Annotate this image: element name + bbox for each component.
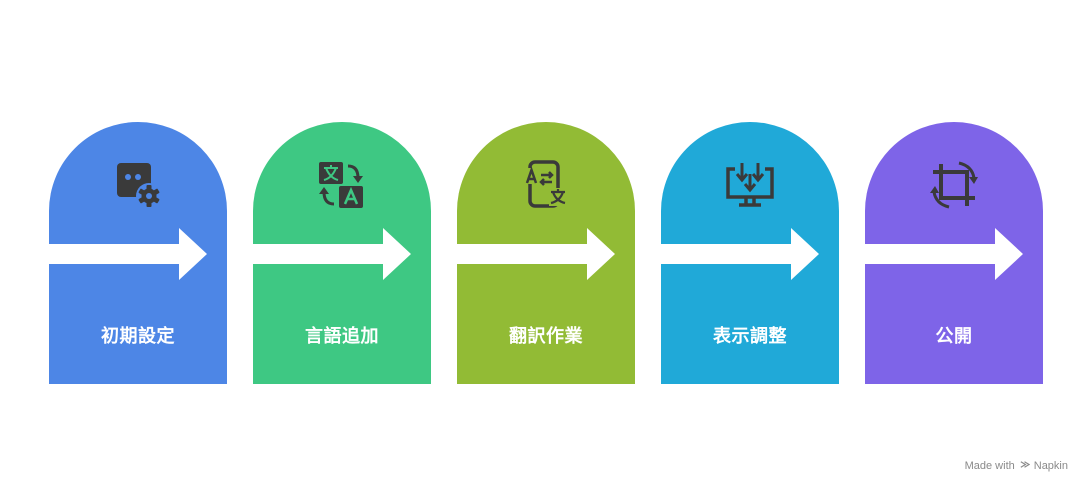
- step-label: 翻訳作業: [509, 326, 583, 347]
- step-label: 表示調整: [713, 326, 787, 347]
- napkin-logo-icon: [1019, 459, 1030, 473]
- step-add-language: 言語追加: [253, 122, 431, 384]
- crop-rotate-icon: [929, 160, 979, 210]
- step-label: 公開: [935, 326, 973, 347]
- flow-arrow: [661, 228, 819, 280]
- step-translation-work: 翻訳作業: [457, 122, 635, 384]
- credit-made-with: Made with: [964, 460, 1015, 472]
- translate-icon: [317, 160, 367, 210]
- credit-brand: Napkin: [1033, 460, 1068, 472]
- flow-arrow: [865, 228, 1023, 280]
- step-label: 初期設定: [101, 326, 175, 347]
- flow-arrow: [457, 228, 615, 280]
- step-label: 言語追加: [305, 326, 379, 347]
- phone-translate-icon: [521, 160, 571, 210]
- step-display-adjust: 表示調整: [661, 122, 839, 384]
- monitor-download-icon: [725, 160, 775, 210]
- step-publish: 公開: [865, 122, 1043, 384]
- flow-arrow: [49, 228, 207, 280]
- step-initial-setup: 初期設定: [49, 122, 227, 384]
- settings-monitor-icon: [113, 160, 163, 210]
- flow-arrow: [253, 228, 411, 280]
- napkin-credit[interactable]: Made with Napkin: [965, 459, 1068, 473]
